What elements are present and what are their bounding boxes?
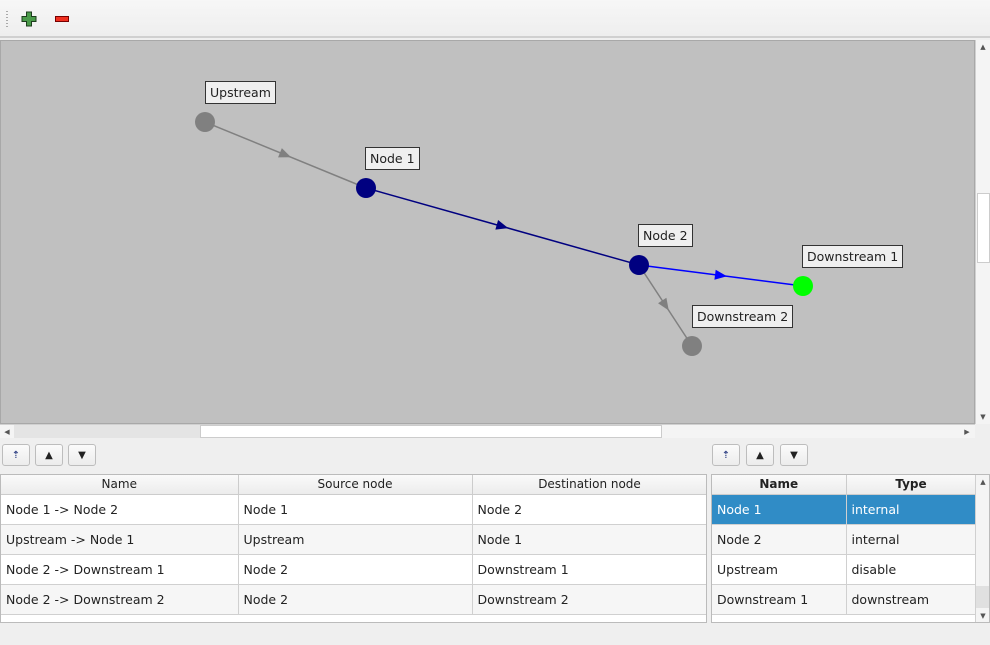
table-cell[interactable]: Upstream	[712, 554, 847, 585]
canvas-horizontal-scrollbar[interactable]: ◀ ▶	[0, 424, 975, 438]
remove-button[interactable]	[50, 8, 74, 30]
node-label: Downstream 1	[802, 245, 904, 268]
table-cell[interactable]: internal	[846, 494, 977, 525]
nodes-sort-button[interactable]: ⇡	[712, 444, 740, 466]
edge-arrow-icon	[714, 269, 727, 280]
up-arrow-icon: ▲	[756, 449, 764, 461]
edge-arrow-icon	[495, 220, 509, 230]
up-arrow-icon: ▲	[45, 449, 53, 461]
canvas-vertical-scrollbar[interactable]: ▲ ▼	[975, 40, 990, 424]
scroll-left-icon[interactable]: ◀	[4, 428, 10, 436]
table-cell[interactable]: Node 2	[472, 494, 706, 525]
scroll-up-icon[interactable]: ▲	[980, 43, 986, 51]
edge-arrow-icon	[658, 297, 669, 311]
node-label: Node 2	[638, 224, 693, 247]
table-cell[interactable]: Node 2	[238, 584, 473, 615]
table-cell[interactable]: disable	[846, 554, 977, 585]
table-cell[interactable]: Upstream	[238, 524, 473, 555]
column-header-name[interactable]: Name	[712, 475, 847, 495]
node-label: Downstream 2	[692, 305, 794, 328]
graph-node[interactable]	[195, 112, 215, 132]
red-minus-icon	[55, 16, 69, 22]
move-down-button[interactable]: ▼	[68, 444, 96, 466]
move-up-button[interactable]: ▲	[35, 444, 63, 466]
horizontal-scroll-thumb[interactable]	[200, 425, 662, 438]
scroll-thumb[interactable]	[976, 586, 989, 608]
table-cell[interactable]: Downstream 2	[472, 584, 706, 615]
edges-table: Name Source node Destination node Node 1…	[0, 474, 707, 623]
scroll-up-icon[interactable]: ▲	[980, 478, 986, 486]
nodes-move-up-button[interactable]: ▲	[746, 444, 774, 466]
graph-node[interactable]	[682, 336, 702, 356]
column-header-source[interactable]: Source node	[238, 475, 473, 495]
graph-node[interactable]	[793, 276, 813, 296]
add-button[interactable]	[17, 8, 41, 30]
sort-button[interactable]: ⇡	[2, 444, 30, 466]
scroll-track	[14, 425, 200, 438]
table-cell[interactable]: Node 1	[472, 524, 706, 555]
table-cell[interactable]: Node 1 -> Node 2	[1, 494, 239, 525]
graph-node[interactable]	[629, 255, 649, 275]
scroll-right-icon[interactable]: ▶	[964, 428, 970, 436]
down-arrow-icon: ▼	[78, 449, 86, 461]
table-cell[interactable]: Downstream 1	[472, 554, 706, 585]
table-cell[interactable]: Node 2	[712, 524, 847, 555]
nodes-table-scrollbar[interactable]: ▲ ▼	[975, 475, 989, 622]
green-plus-icon	[21, 11, 37, 27]
graph-node[interactable]	[356, 178, 376, 198]
column-header-name[interactable]: Name	[1, 475, 239, 495]
table-cell[interactable]: Downstream 1	[712, 584, 847, 615]
table-cell[interactable]: Node 2 -> Downstream 2	[1, 584, 239, 615]
scroll-down-icon[interactable]: ▼	[980, 413, 986, 421]
node-label: Upstream	[205, 81, 276, 104]
edge-arrow-icon	[278, 148, 292, 158]
node-label: Node 1	[365, 147, 420, 170]
sort-icon: ⇡	[721, 449, 731, 461]
table-cell[interactable]: Node 1	[238, 494, 473, 525]
table-cell[interactable]: Node 2 -> Downstream 1	[1, 554, 239, 585]
column-header-type[interactable]: Type	[846, 475, 977, 495]
vertical-scroll-thumb[interactable]	[977, 193, 990, 263]
table-cell[interactable]: internal	[846, 524, 977, 555]
nodes-move-down-button[interactable]: ▼	[780, 444, 808, 466]
scroll-down-icon[interactable]: ▼	[980, 612, 986, 620]
toolbar-grip[interactable]	[5, 10, 9, 28]
table-cell[interactable]: downstream	[846, 584, 977, 615]
graph-view[interactable]	[1, 41, 976, 425]
table-cell[interactable]: Node 1	[712, 494, 847, 525]
table-cell[interactable]: Node 2	[238, 554, 473, 585]
table-cell[interactable]: Upstream -> Node 1	[1, 524, 239, 555]
column-header-destination[interactable]: Destination node	[472, 475, 706, 495]
toolbar	[0, 0, 990, 38]
sort-icon: ⇡	[11, 449, 21, 461]
down-arrow-icon: ▼	[790, 449, 798, 461]
